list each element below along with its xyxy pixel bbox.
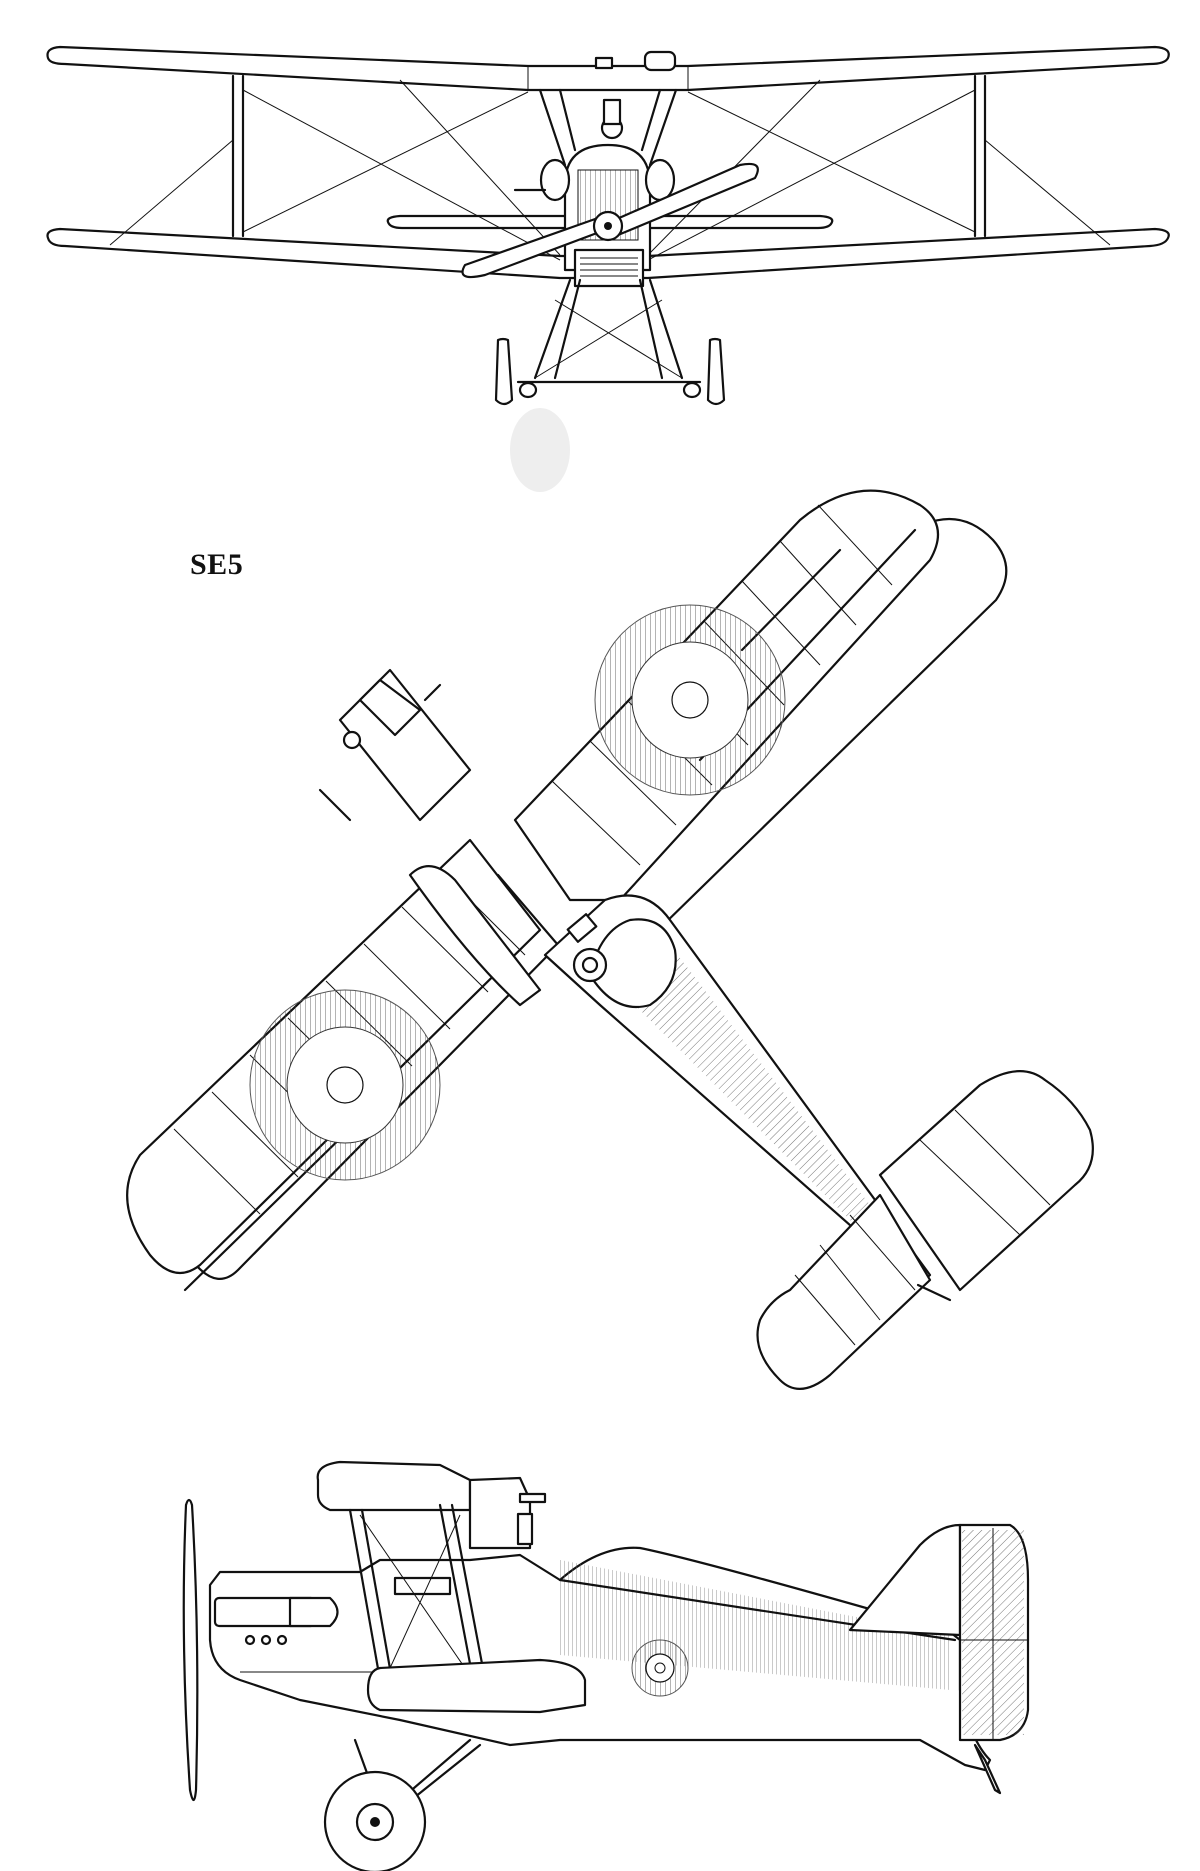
roundel-left-wing bbox=[249, 989, 441, 1181]
side-propeller bbox=[182, 1498, 199, 1802]
front-view bbox=[46, 45, 1170, 492]
roundel-right-wing bbox=[594, 604, 786, 796]
plan-tailplane-left bbox=[756, 1193, 932, 1390]
side-upper-wing bbox=[316, 1460, 472, 1512]
side-lower-wing bbox=[366, 1658, 587, 1714]
front-propeller bbox=[608, 162, 759, 237]
page-title: SE5 bbox=[190, 548, 244, 581]
front-wheel-left bbox=[494, 337, 514, 406]
side-fin bbox=[848, 1523, 962, 1637]
gravity-tank bbox=[643, 50, 677, 72]
plan-tailplane-right bbox=[878, 1070, 1094, 1292]
side-view bbox=[182, 1460, 1030, 1871]
side-roundel bbox=[631, 1639, 689, 1697]
front-wheel-right bbox=[706, 337, 726, 406]
plan-view bbox=[126, 489, 1094, 1390]
